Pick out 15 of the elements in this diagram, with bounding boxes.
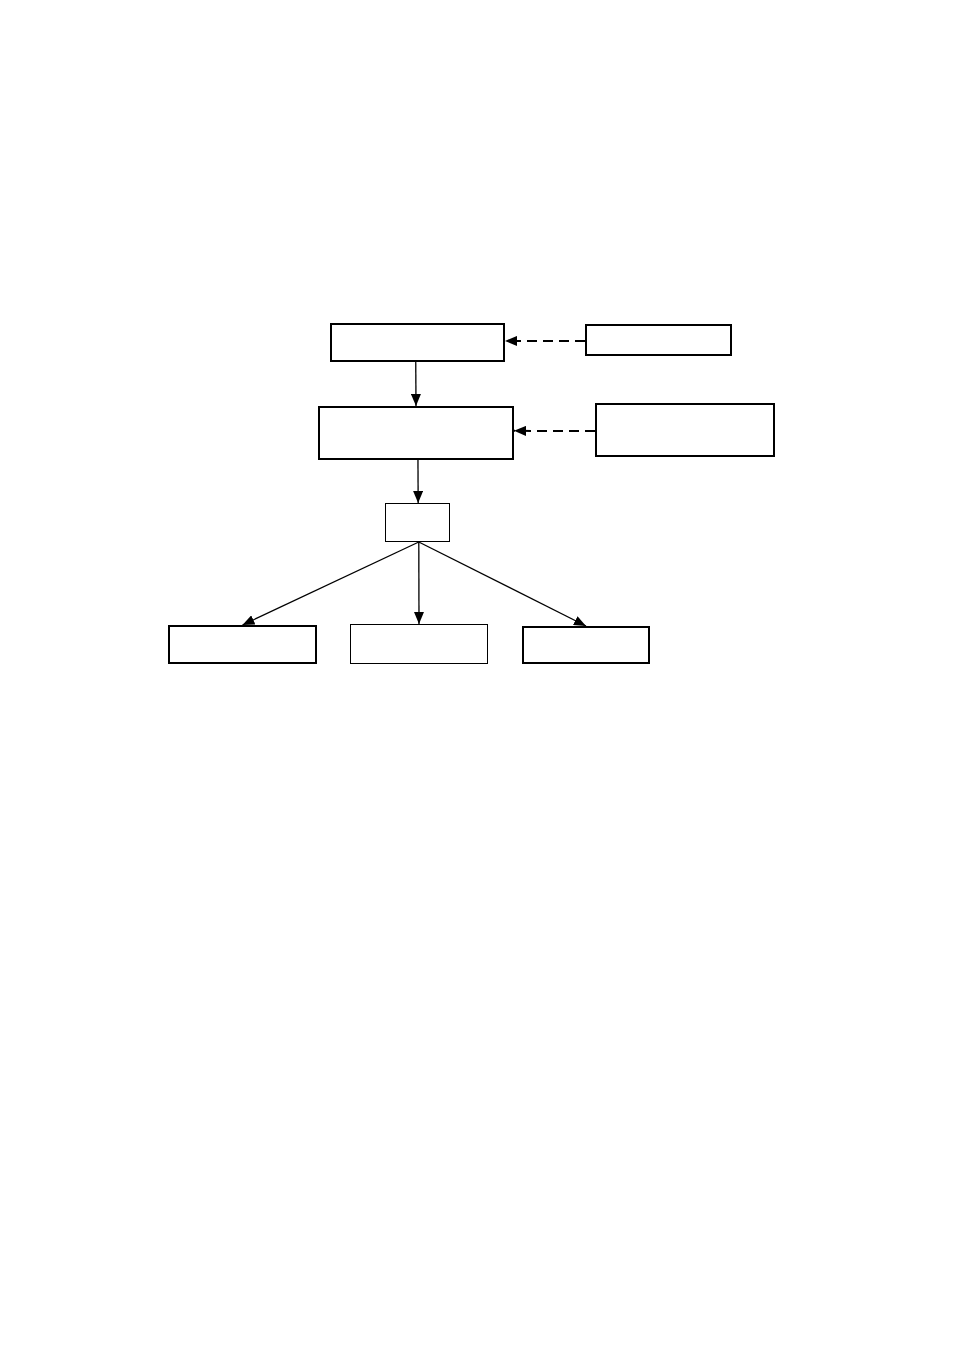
arrow	[241, 541, 420, 626]
flowchart-box	[595, 403, 775, 457]
dashed-arrow	[513, 425, 596, 436]
flowchart-box	[585, 324, 732, 356]
arrow	[413, 459, 424, 504]
flowchart-box	[318, 406, 514, 460]
dashed-arrow	[504, 335, 586, 346]
flowchart-box	[522, 626, 650, 664]
arrow	[410, 361, 421, 407]
flowchart-box	[330, 323, 505, 362]
arrow	[418, 541, 587, 627]
flowchart-box	[350, 624, 488, 664]
flowchart-box	[385, 503, 450, 542]
arrow	[413, 541, 424, 625]
flowchart-box	[168, 625, 317, 664]
